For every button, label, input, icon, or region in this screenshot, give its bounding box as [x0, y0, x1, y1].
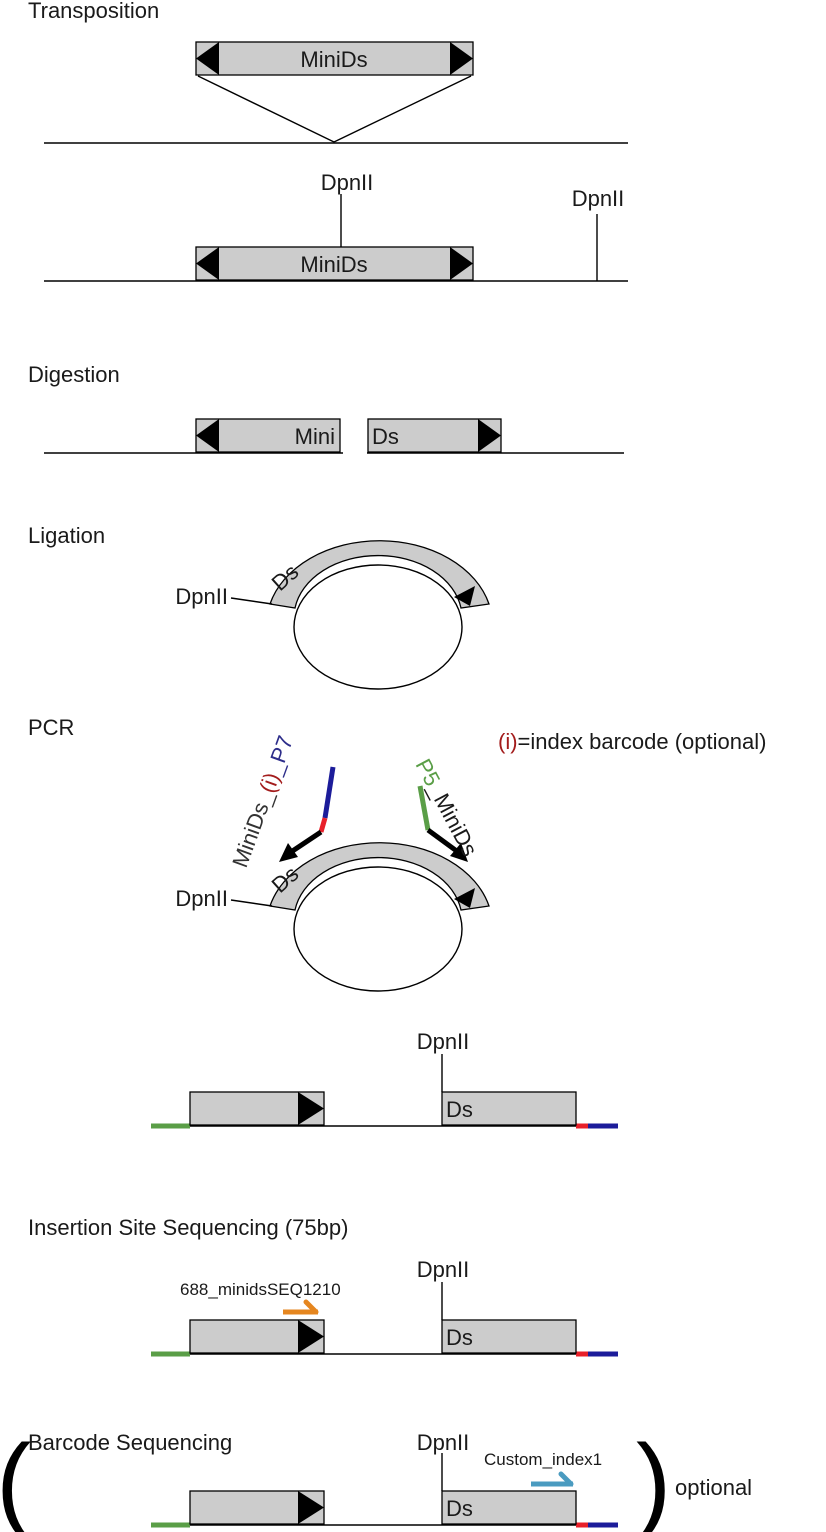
- ds-end-box: [441, 1091, 577, 1126]
- custom-index-primer-label: Custom_index1: [484, 1450, 602, 1469]
- p7-label-prefix: MiniDs_: [227, 787, 278, 871]
- ds-end-label: Ds: [446, 1325, 473, 1350]
- p5-binding-segment: [426, 827, 460, 855]
- ds-end-label: Ds: [446, 1496, 473, 1521]
- section-title-barcode-sequencing: Barcode Sequencing: [28, 1430, 232, 1455]
- index-legend-text: =index barcode (optional): [518, 729, 767, 754]
- index-legend: (i)=index barcode (optional): [498, 729, 766, 754]
- pcr-product: Ds DpnII: [151, 1029, 618, 1129]
- p7-primer: MiniDs_(i)_P7: [227, 732, 336, 871]
- p5-adapter-tail: [417, 785, 431, 831]
- ds-fragment-label: Ds: [372, 424, 399, 449]
- ds-end-label: Ds: [446, 1097, 473, 1122]
- dpnii-barcode-label: DpnII: [417, 1430, 470, 1455]
- pcr-ds-arc-segment: [269, 842, 490, 911]
- index-legend-mark: (i): [498, 729, 518, 754]
- minids-inserted-box: [195, 246, 474, 281]
- right-terminal-arrow-icon: [478, 419, 501, 452]
- pcr-section: PCR (i)=index barcode (optional) Ds DpnI…: [28, 715, 766, 1129]
- sequencing-primer-arrow-icon: [283, 1299, 319, 1315]
- insertion-line-right: [333, 75, 472, 143]
- dpnii-label-genomic: DpnII: [572, 186, 625, 211]
- right-terminal-arrow-icon: [450, 42, 473, 75]
- barcode-sequencing-section: ( Barcode Sequencing Ds DpnII Custom_ind…: [0, 1423, 752, 1532]
- pcr-ds-terminal-arrow-icon: [454, 888, 475, 908]
- p5-primer: P5_MiniDs: [411, 755, 483, 862]
- dpnii-ligation-label: DpnII: [175, 584, 228, 609]
- ds-end-box: [441, 1319, 577, 1354]
- dpnii-seq-label: DpnII: [417, 1257, 470, 1282]
- mini-end-arrow-icon: [298, 1491, 324, 1524]
- mini-fragment-label: Mini: [295, 424, 335, 449]
- custom-index-primer-arrow-icon: [531, 1471, 574, 1487]
- dpnii-ligation-pointer: [230, 597, 273, 605]
- p5-arrowhead-icon: [450, 843, 468, 862]
- pcr-circular-template: [293, 866, 463, 992]
- ligation-section: Ligation Ds DpnII: [28, 523, 490, 690]
- section-title-digestion: Digestion: [28, 362, 120, 387]
- ds-end-box: [441, 1490, 577, 1525]
- close-parenthesis: ): [636, 1423, 671, 1532]
- section-title-ligation: Ligation: [28, 523, 105, 548]
- pcr-dpnii-pointer: [230, 899, 273, 907]
- section-title-insertion-sequencing: Insertion Site Sequencing (75bp): [28, 1215, 348, 1240]
- ds-arc-segment: [269, 540, 490, 609]
- insertion-sequencing-section: Insertion Site Sequencing (75bp) Ds DpnI…: [28, 1215, 618, 1357]
- sequencing-primer-label: 688_minidsSEQ1210: [180, 1280, 341, 1299]
- circularized-fragment: [293, 564, 463, 690]
- p7-adapter-tail: [322, 766, 336, 819]
- left-terminal-arrow-icon: [196, 419, 219, 452]
- mini-end-arrow-icon: [298, 1320, 324, 1353]
- mini-end-arrow-icon: [298, 1092, 324, 1125]
- minids-inserted-label: MiniDs: [300, 252, 367, 277]
- insertion-line-left: [197, 75, 335, 143]
- pcr-dpnii-label: DpnII: [175, 886, 228, 911]
- transposition-section: Transposition MiniDs MiniDs DpnII DpnII: [28, 0, 628, 282]
- p7-index-segment: [318, 817, 328, 833]
- left-terminal-arrow-icon: [196, 247, 219, 280]
- left-terminal-arrow-icon: [196, 42, 219, 75]
- optional-label: optional: [675, 1475, 752, 1500]
- open-parenthesis: (: [0, 1423, 31, 1532]
- p7-label-suffix: _P7: [261, 732, 298, 778]
- section-title-pcr: PCR: [28, 715, 74, 740]
- section-title-transposition: Transposition: [28, 0, 159, 23]
- dpnii-product-label: DpnII: [417, 1029, 470, 1054]
- p7-arrowhead-icon: [279, 843, 298, 862]
- minids-label: MiniDs: [300, 47, 367, 72]
- p7-binding-segment: [289, 829, 323, 855]
- digestion-section: Digestion Mini Ds: [28, 362, 624, 454]
- ds-terminal-arrow-icon: [454, 586, 475, 606]
- minids-element-box: [195, 41, 474, 76]
- right-terminal-arrow-icon: [450, 247, 473, 280]
- dpnii-label-internal: DpnII: [321, 170, 374, 195]
